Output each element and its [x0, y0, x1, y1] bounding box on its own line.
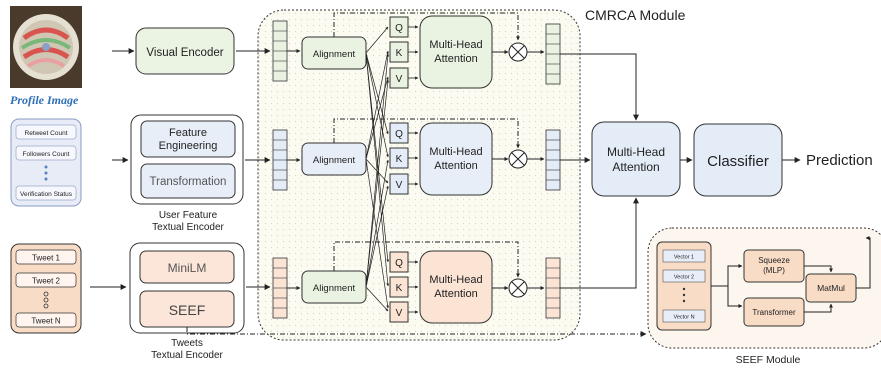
vector-n-label: Vector N: [673, 315, 694, 321]
vector-2-label: Vector 2: [674, 275, 694, 281]
visual-encoder-label: Visual Encoder: [146, 47, 223, 59]
profile-caption: Profile Image: [10, 93, 79, 107]
feature-engineering-box: [140, 120, 236, 158]
v-label: V: [396, 180, 403, 191]
user-feature-followers: Followers Count: [23, 151, 70, 158]
user-encoder-caption-2: Textual Encoder: [152, 222, 224, 233]
user-feature-retweet: Retweet Count: [25, 130, 68, 137]
mha-box-user: [419, 122, 493, 196]
k-label: K: [396, 154, 403, 165]
v-label: V: [396, 308, 403, 319]
qkv-visual: Q K V: [389, 16, 409, 89]
visual-encoder-box: [135, 27, 235, 75]
user-features-box: [10, 118, 82, 207]
prediction-label: Prediction: [806, 152, 873, 169]
visual-token-stack: [272, 20, 288, 82]
profile-image: [10, 6, 82, 88]
minilm-label: MiniLM: [168, 261, 207, 275]
tweet-token-stack: [272, 257, 288, 319]
q-label: Q: [395, 23, 403, 34]
classifier-label: Classifier: [707, 153, 769, 170]
tweets-box: [10, 243, 82, 334]
tweet-2: Tweet 2: [32, 277, 61, 286]
combine-icon: [508, 278, 528, 298]
seef-module-title: SEEF Module: [736, 354, 801, 366]
seef-label: SEEF: [169, 302, 206, 318]
cmrca-title: CMRCA Module: [585, 7, 686, 23]
tweet-1: Tweet 1: [32, 254, 61, 263]
user-feature-verification: Verification Status: [20, 191, 73, 198]
qkv-user: Q K V: [389, 122, 409, 195]
minilm-box: [139, 250, 235, 284]
qkv-tweet: Q K V: [389, 251, 409, 323]
tweet-output-stack: [545, 257, 561, 319]
combine-icon: [508, 42, 528, 62]
tweets-encoder-caption-1: Tweets: [171, 338, 203, 349]
matmul-label: MatMul: [817, 283, 845, 293]
user-encoder-caption-1: User Feature: [159, 210, 218, 221]
transformation-box: [140, 163, 236, 199]
alignment-label-user: Alignment: [313, 155, 356, 166]
k-label: K: [396, 48, 403, 59]
q-label: Q: [395, 258, 403, 269]
transformation-label: Transformation: [150, 176, 227, 188]
mha-box-visual: [419, 15, 493, 89]
alignment-label-visual: Alignment: [313, 49, 356, 60]
tweets-encoder-caption-2: Textual Encoder: [151, 350, 223, 361]
seef-link-line: [186, 327, 647, 337]
mha-box-tweet: [419, 250, 493, 324]
alignment-label-tweet: Alignment: [313, 283, 356, 294]
transformer-label: Transformer: [752, 308, 796, 317]
vector-1-label: Vector 1: [674, 255, 694, 261]
visual-output-stack: [545, 23, 561, 85]
k-label: K: [396, 283, 403, 294]
v-label: V: [396, 74, 403, 85]
q-label: Q: [395, 129, 403, 140]
combine-icon: [508, 149, 528, 169]
squeeze-label: Squeeze(MLP): [758, 256, 790, 275]
user-output-stack: [545, 129, 561, 191]
fusion-attention-box: [591, 121, 681, 197]
tweet-n: Tweet N: [31, 317, 61, 326]
user-token-stack: [272, 129, 288, 191]
cross-connection-lines: [365, 26, 390, 312]
